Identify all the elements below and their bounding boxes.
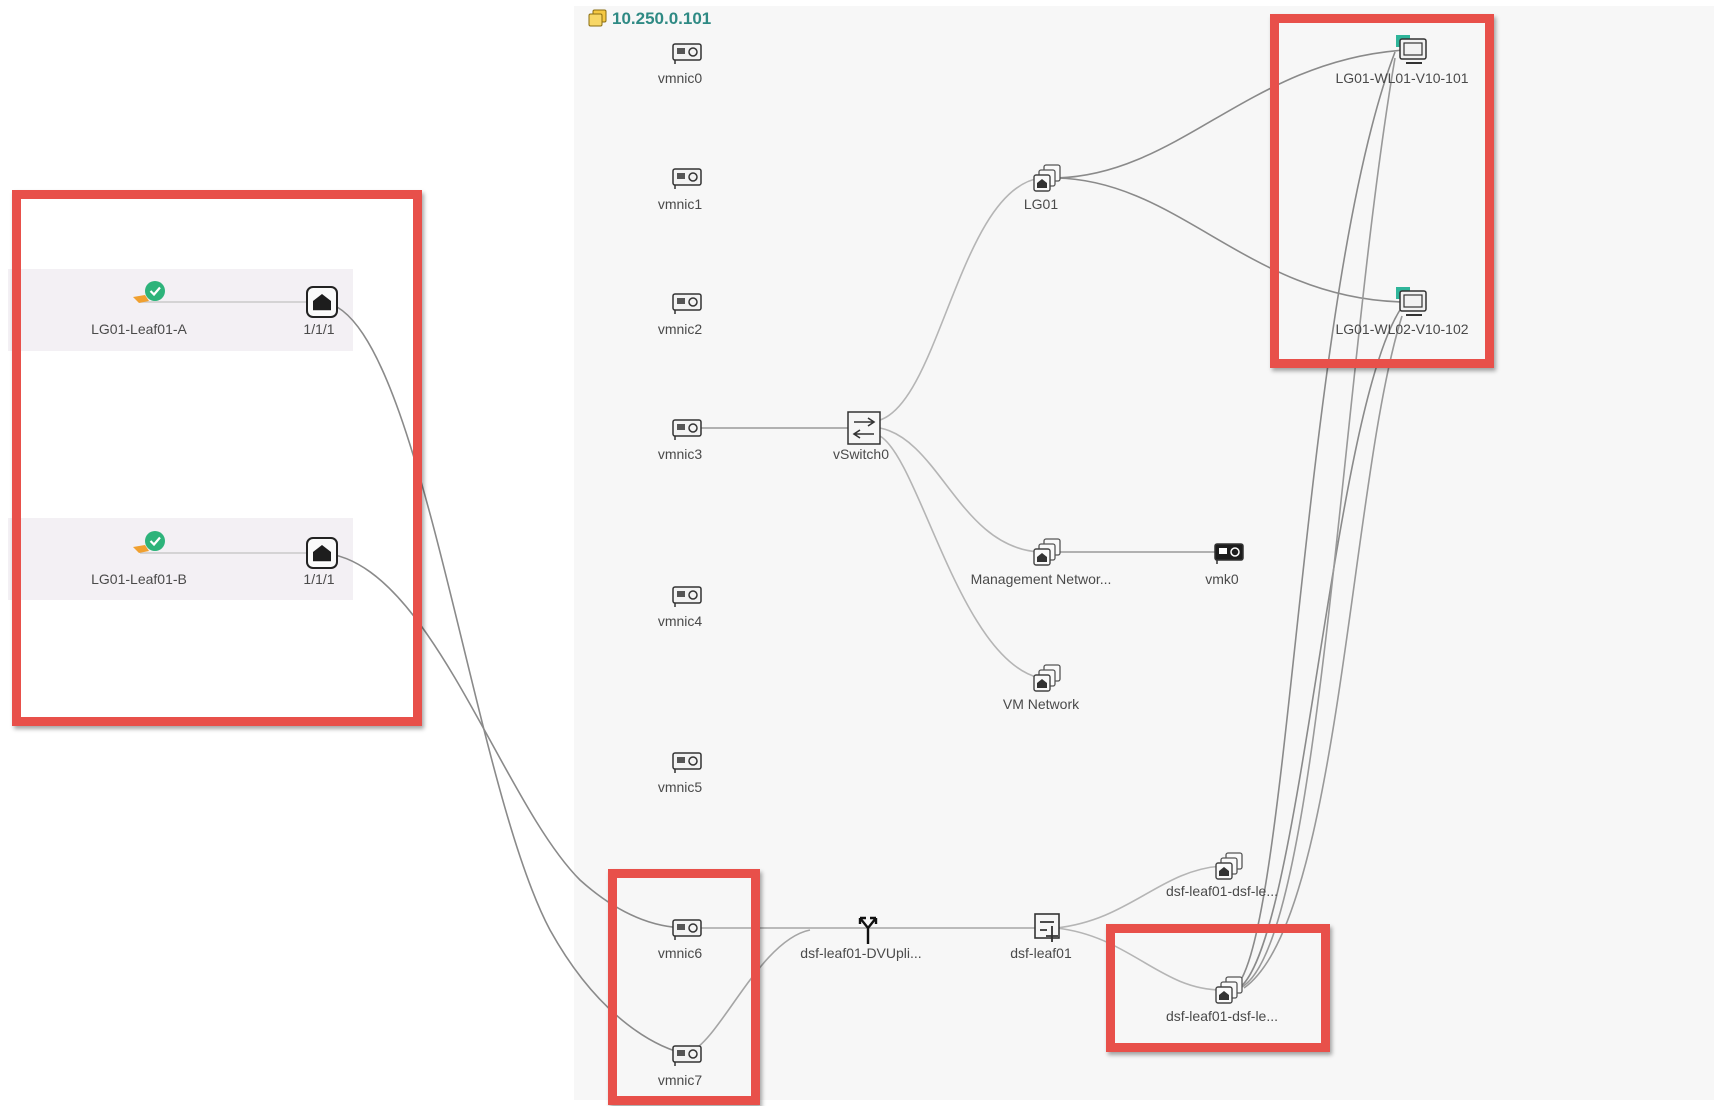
portgroup-icon-lg01[interactable]	[1033, 164, 1061, 192]
switch-name-leaf-b[interactable]: LG01-Leaf01-B	[91, 571, 187, 587]
highlight-box-dvs-portgroup	[1106, 924, 1330, 1052]
portgroup-icon-vm-network[interactable]	[1033, 664, 1061, 692]
link-vswitch-lg01[interactable]	[879, 177, 1041, 421]
vmnic-label-3[interactable]: vmnic3	[657, 446, 703, 462]
link-dvswitch-pg1[interactable]	[1055, 865, 1223, 929]
link-leaf-b-to-vmnic6[interactable]	[321, 552, 689, 929]
vmnic-icon-2[interactable]	[672, 293, 702, 314]
switch-status-ok-icon-leaf-a	[133, 281, 165, 303]
vmnic-icon-1[interactable]	[672, 168, 702, 189]
vmnic-icon-6[interactable]	[672, 919, 702, 940]
vmnic-label-5[interactable]: vmnic5	[657, 779, 703, 795]
dvs-portgroup-label-2[interactable]: dsf-leaf01-dsf-le...	[1165, 1008, 1279, 1024]
vmnic-label-2[interactable]: vmnic2	[657, 321, 703, 337]
link-dvswitch-pg2[interactable]	[1055, 927, 1223, 991]
dvs-portgroup-label-1[interactable]: dsf-leaf01-dsf-le...	[1165, 883, 1279, 899]
link-pg2-vm102b[interactable]	[1243, 315, 1403, 989]
dvs-uplink-label[interactable]: dsf-leaf01-DVUpli...	[800, 945, 922, 961]
switch-port-icon-leaf-b[interactable]	[306, 537, 338, 569]
dvs-uplink-icon[interactable]	[858, 916, 878, 944]
dvs-portgroup-icon-2[interactable]	[1215, 976, 1243, 1004]
switch-port-icon-leaf-a[interactable]	[306, 286, 338, 318]
vmnic-label-0[interactable]: vmnic0	[657, 70, 703, 86]
vswitch-label[interactable]: vSwitch0	[832, 446, 890, 462]
switch-status-ok-icon-leaf-b	[133, 531, 165, 553]
vm-label-101[interactable]: LG01-WL01-V10-101	[1335, 70, 1469, 86]
vmnic-icon-5[interactable]	[672, 752, 702, 773]
switch-row-leaf-b[interactable]	[8, 518, 353, 600]
highlight-box-physical-switches	[12, 190, 422, 726]
vswitch-icon[interactable]	[847, 411, 881, 445]
vmnic-icon-7[interactable]	[672, 1045, 702, 1066]
vm-icon-101[interactable]	[1396, 35, 1427, 64]
link-pg2-vm101[interactable]	[1231, 51, 1396, 991]
vmnic-icon-3[interactable]	[672, 419, 702, 440]
portgroup-icon-management[interactable]	[1033, 538, 1061, 566]
link-vswitch-vmnet[interactable]	[879, 435, 1041, 679]
vmnic-icon-0[interactable]	[672, 43, 702, 64]
switch-port-leaf-a[interactable]: 1/1/1	[303, 321, 335, 337]
vmnic-label-6[interactable]: vmnic6	[657, 945, 703, 961]
dvs-switch-icon[interactable]	[1034, 913, 1060, 942]
link-leaf-a-to-vmnic7[interactable]	[321, 301, 689, 1055]
host-title[interactable]: 10.250.0.101	[612, 9, 712, 28]
portgroup-label-vm-network[interactable]: VM Network	[1002, 696, 1080, 712]
link-lg01-vm102[interactable]	[1055, 177, 1406, 303]
link-lg01-vm101[interactable]	[1055, 49, 1406, 179]
switch-row-leaf-a[interactable]	[8, 269, 353, 351]
dvs-switch-label[interactable]: dsf-leaf01	[1010, 945, 1072, 961]
portgroup-label-lg01[interactable]: LG01	[1023, 196, 1059, 212]
vmnic-label-4[interactable]: vmnic4	[657, 613, 703, 629]
switch-name-leaf-a[interactable]: LG01-Leaf01-A	[91, 321, 187, 337]
link-pg2-vm101b[interactable]	[1239, 57, 1396, 989]
vmnic-label-7[interactable]: vmnic7	[657, 1072, 703, 1088]
highlight-box-vms	[1270, 14, 1494, 368]
switch-port-leaf-b[interactable]: 1/1/1	[303, 571, 335, 587]
vmnic-icon-4[interactable]	[672, 586, 702, 607]
vmkernel-nic-icon[interactable]	[1214, 543, 1244, 564]
dvs-portgroup-icon-1[interactable]	[1215, 852, 1243, 880]
link-vmnic7-uplink[interactable]	[689, 929, 811, 1053]
portgroup-label-management[interactable]: Management Networ...	[970, 571, 1112, 587]
link-vswitch-mgmt[interactable]	[879, 427, 1041, 553]
vmnic-label-1[interactable]: vmnic1	[657, 196, 703, 212]
vm-icon-102[interactable]	[1396, 287, 1427, 316]
host-icon	[588, 9, 608, 32]
host-topology-panel	[574, 6, 1714, 1100]
vmkernel-label[interactable]: vmk0	[1205, 571, 1239, 587]
link-pg2-vm102[interactable]	[1235, 309, 1401, 991]
highlight-box-vmnic6-vmnic7	[608, 869, 760, 1105]
vm-label-102[interactable]: LG01-WL02-V10-102	[1335, 321, 1469, 337]
